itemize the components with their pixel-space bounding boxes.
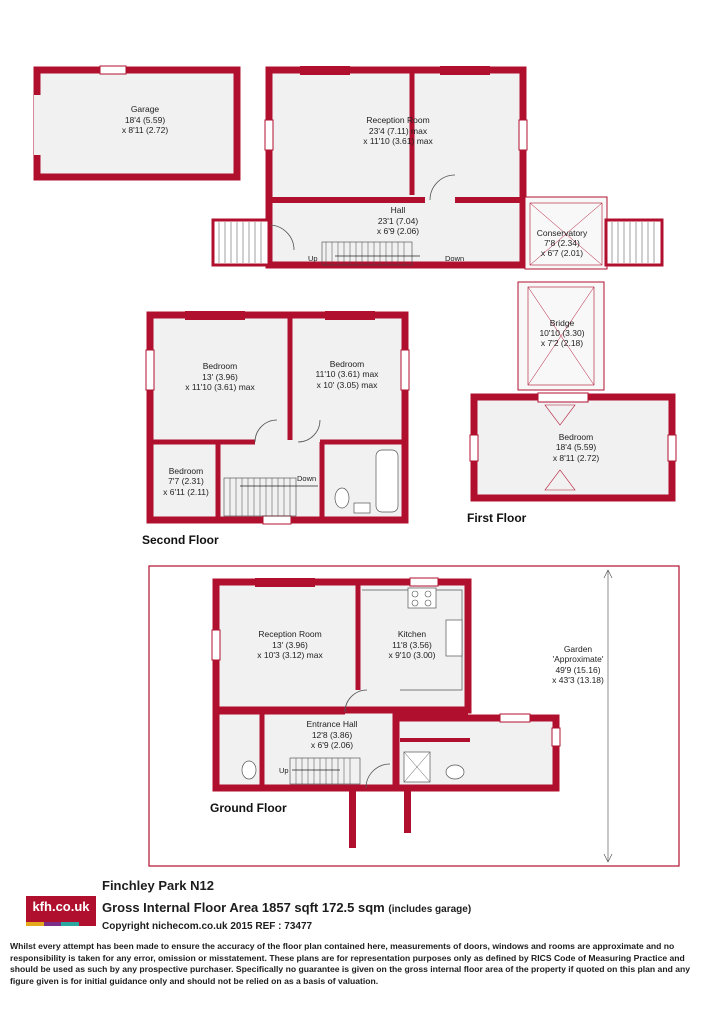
ff-hall-dim1: 23'1 (7.04) (378, 216, 419, 226)
bridge: Bridge 10'10 (3.30) x 7'2 (2.18) (517, 281, 605, 391)
ff-bedroom-dim1: 18'4 (5.59) (556, 442, 597, 452)
logo-bar-1 (26, 922, 44, 926)
gf-up: Up (279, 766, 289, 775)
property-title: Finchley Park N12 (102, 878, 214, 893)
first-floor-main: Reception Room 23'4 (7.11) max x 11'10 (… (211, 66, 528, 269)
gf-entrance-dim2: x 6'9 (2.06) (311, 740, 353, 750)
garden-sub: 'Approximate' (553, 654, 604, 664)
logo-bar-3 (61, 922, 79, 926)
gf-entrance-name: Entrance Hall (306, 719, 357, 729)
ff-hall-dim2: x 6'9 (2.06) (377, 226, 419, 236)
floor-area-note: (includes garage) (388, 904, 472, 915)
garden-dim1: 49'9 (15.16) (555, 665, 600, 675)
conservatory-dim2: x 6'7 (2.01) (541, 248, 583, 258)
gf-reception-dim1: 13' (3.96) (272, 640, 308, 650)
garden-dim2: x 43'3 (13.18) (552, 675, 604, 685)
garage: Garage 18'4 (5.59) x 8'11 (2.72) (33, 65, 241, 181)
kfh-logo: kfh.co.uk (26, 896, 96, 922)
sf-bedroom2-name: Bedroom (330, 359, 365, 369)
logo-bar-2 (43, 922, 61, 926)
sf-bedroom1-name: Bedroom (203, 361, 238, 371)
gf-kitchen-dim2: x 9'10 (3.00) (389, 650, 436, 660)
sf-bedroom1-dim2: x 11'10 (3.61) max (185, 382, 255, 392)
ground-floor-label: Ground Floor (210, 801, 287, 815)
gf-kitchen-dim1: 11'8 (3.56) (392, 640, 432, 650)
garage-name: Garage (131, 104, 160, 114)
ff-hall-name: Hall (391, 205, 406, 215)
gf-kitchen-name: Kitchen (398, 629, 427, 639)
conservatory-dim1: 7'8 (2.34) (544, 238, 580, 248)
sf-bedroom3-dim2: x 6'11 (2.11) (163, 487, 209, 497)
sf-bedroom1-dim1: 13' (3.96) (202, 372, 238, 382)
garden: Garden 'Approximate' 49'9 (15.16) x 43'3… (148, 565, 680, 867)
logo-bar-4 (78, 922, 96, 926)
floor-area: Gross Internal Floor Area 1857 sqft 172.… (102, 900, 471, 915)
sf-bedroom2-dim2: x 10' (3.05) max (317, 380, 378, 390)
second-floor-label: Second Floor (142, 533, 219, 547)
ff-reception-dim1: 23'4 (7.11) max (369, 126, 428, 136)
ff-hall-down: Down (445, 254, 464, 263)
first-floor-label: First Floor (467, 511, 527, 525)
sf-down: Down (297, 474, 316, 483)
ff-reception-name: Reception Room (366, 115, 429, 125)
second-floor: Bedroom 13' (3.96) x 11'10 (3.61) max Be… (145, 311, 410, 525)
ff-bedroom-name: Bedroom (559, 432, 594, 442)
disclaimer: Whilst every attempt has been made to en… (10, 941, 691, 986)
conservatory-name: Conservatory (537, 228, 588, 238)
bridge-name: Bridge (550, 318, 575, 328)
ff-bedroom: Bedroom 18'4 (5.59) x 8'11 (2.72) (469, 392, 677, 502)
gf-reception-name: Reception Room (258, 629, 321, 639)
garden-name: Garden (564, 644, 593, 654)
ff-reception-dim2: x 11'10 (3.61) max (363, 136, 433, 146)
sf-bedroom3-name: Bedroom (169, 466, 204, 476)
sf-bedroom3-dim1: 7'7 (2.31) (168, 476, 204, 486)
gf-reception-dim2: x 10'3 (3.12) max (257, 650, 323, 660)
gf-entrance-dim1: 12'8 (3.86) (312, 730, 353, 740)
copyright: Copyright nichecom.co.uk 2015 REF : 7347… (102, 921, 313, 932)
logo-color-bars (26, 922, 96, 926)
hall-stairs (321, 241, 420, 266)
conservatory: Conservatory 7'8 (2.34) x 6'7 (2.01) (524, 196, 664, 270)
garage-dim2: x 8'11 (2.72) (122, 125, 169, 135)
bridge-dim2: x 7'2 (2.18) (541, 338, 583, 348)
ground-floor: Reception Room 13' (3.96) x 10'3 (3.12) … (211, 577, 561, 848)
floor-area-text: Gross Internal Floor Area 1857 sqft 172.… (102, 900, 385, 915)
garage-dim1: 18'4 (5.59) (125, 115, 166, 125)
ff-hall-up: Up (308, 254, 318, 263)
ff-bedroom-dim2: x 8'11 (2.72) (553, 453, 600, 463)
bridge-dim1: 10'10 (3.30) (539, 328, 584, 338)
sf-bedroom2-dim1: 11'10 (3.61) max (316, 369, 380, 379)
